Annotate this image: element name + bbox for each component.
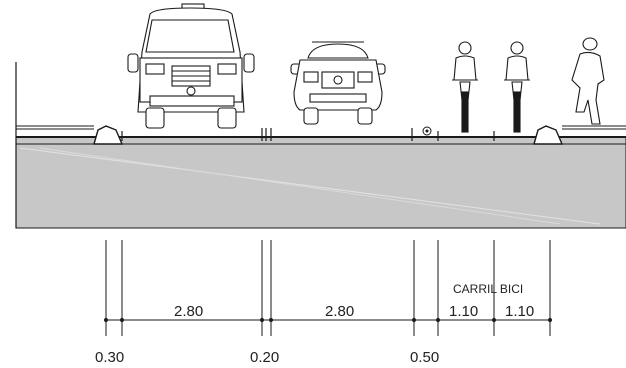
left-curb xyxy=(93,125,124,145)
dimension-label: 0.20 xyxy=(250,349,279,366)
suv-icon xyxy=(290,41,386,125)
van-icon xyxy=(127,3,255,129)
cyclist-icon xyxy=(504,41,530,133)
dimension-label: 2.80 xyxy=(174,303,203,320)
right-curb xyxy=(533,125,564,145)
dimension-label: 1.10 xyxy=(449,303,478,320)
dimension-label: 2.80 xyxy=(325,303,354,320)
dimension-label: 0.30 xyxy=(95,349,124,366)
bike-lane-label: CARRIL BICI xyxy=(453,282,523,296)
drain-icon xyxy=(422,126,432,136)
road-section xyxy=(15,62,626,229)
dimension-label: 0.50 xyxy=(410,349,439,366)
dimension-lines xyxy=(104,240,552,336)
cyclist-icon xyxy=(452,41,478,133)
dimension-label: 1.10 xyxy=(505,303,534,320)
pedestrian-icon xyxy=(571,37,605,125)
